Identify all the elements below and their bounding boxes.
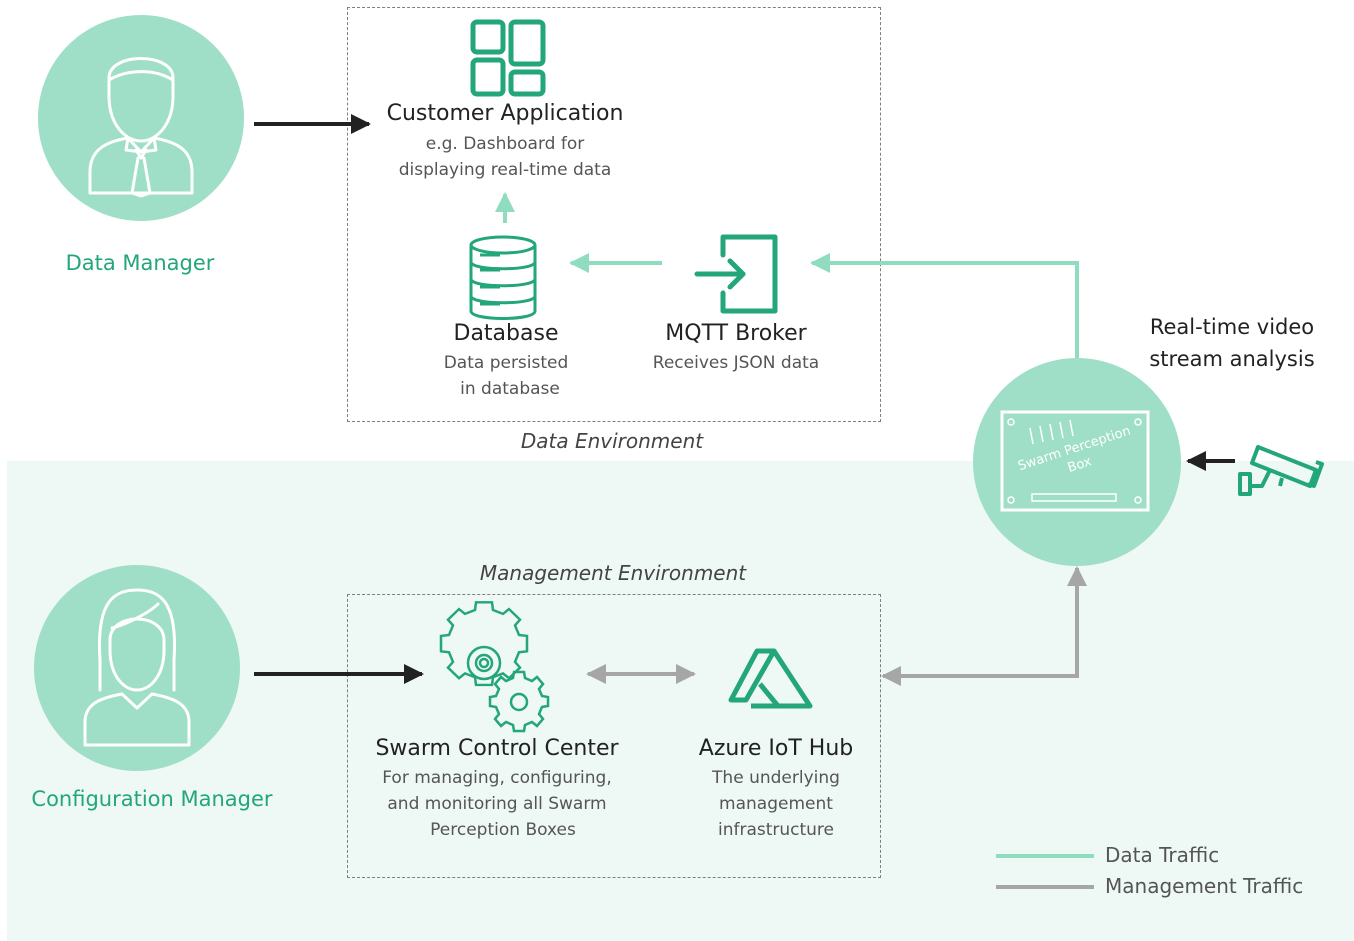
database-desc-line1: Data persisted bbox=[443, 353, 569, 373]
perception-box-device bbox=[973, 358, 1181, 566]
iot-hub-desc-line3: infrastructure bbox=[717, 820, 835, 840]
mqtt-title: MQTT Broker bbox=[665, 321, 807, 346]
circuit-board-icon bbox=[1000, 410, 1150, 512]
legend-data-label: Data Traffic bbox=[1105, 843, 1220, 867]
control-center-desc-line1: For managing, configuring, bbox=[382, 768, 612, 788]
dashboard-icon bbox=[470, 19, 546, 97]
data-environment-label: Data Environment bbox=[520, 429, 704, 453]
gears-icon bbox=[439, 601, 550, 733]
data-environment-box bbox=[347, 7, 881, 422]
management-environment-box bbox=[347, 594, 881, 878]
hub-to-box-arrow bbox=[881, 566, 1087, 686]
login-icon bbox=[694, 234, 778, 314]
control-center-title: Swarm Control Center bbox=[375, 736, 619, 761]
customer-app-title: Customer Application bbox=[386, 101, 624, 126]
database-icon bbox=[469, 235, 537, 320]
legend-management-label: Management Traffic bbox=[1105, 874, 1304, 898]
mqtt-desc-line1: Receives JSON data bbox=[652, 353, 820, 373]
azure-icon bbox=[728, 648, 813, 709]
cctv-camera-icon bbox=[1238, 445, 1324, 496]
data-manager-avatar bbox=[38, 15, 244, 221]
configuration-manager-avatar bbox=[34, 565, 240, 771]
customer-app-desc-line1: e.g. Dashboard for bbox=[425, 134, 585, 154]
box-to-mqtt-arrow bbox=[810, 253, 1079, 358]
stream-label: Real-time video stream analysis bbox=[1122, 311, 1342, 375]
person-male-icon bbox=[88, 57, 194, 198]
control-center-desc-line2: and monitoring all Swarm bbox=[387, 794, 607, 814]
database-desc-line2: in database bbox=[460, 379, 560, 399]
data-manager-label: Data Manager bbox=[65, 251, 215, 275]
configuration-manager-label: Configuration Manager bbox=[31, 787, 273, 811]
customer-app-desc-line2: displaying real-time data bbox=[398, 160, 612, 180]
management-environment-label: Management Environment bbox=[479, 561, 747, 585]
control-center-desc-line3: Perception Boxes bbox=[430, 820, 576, 840]
iot-hub-desc-line1: The underlying bbox=[712, 768, 840, 788]
iot-hub-title: Azure IoT Hub bbox=[698, 736, 854, 761]
stream-label-line2: stream analysis bbox=[1149, 347, 1315, 371]
iot-hub-desc-line2: management bbox=[719, 794, 833, 814]
database-title: Database bbox=[453, 321, 559, 346]
person-female-icon bbox=[83, 588, 191, 747]
stream-label-line1: Real-time video bbox=[1149, 315, 1315, 339]
